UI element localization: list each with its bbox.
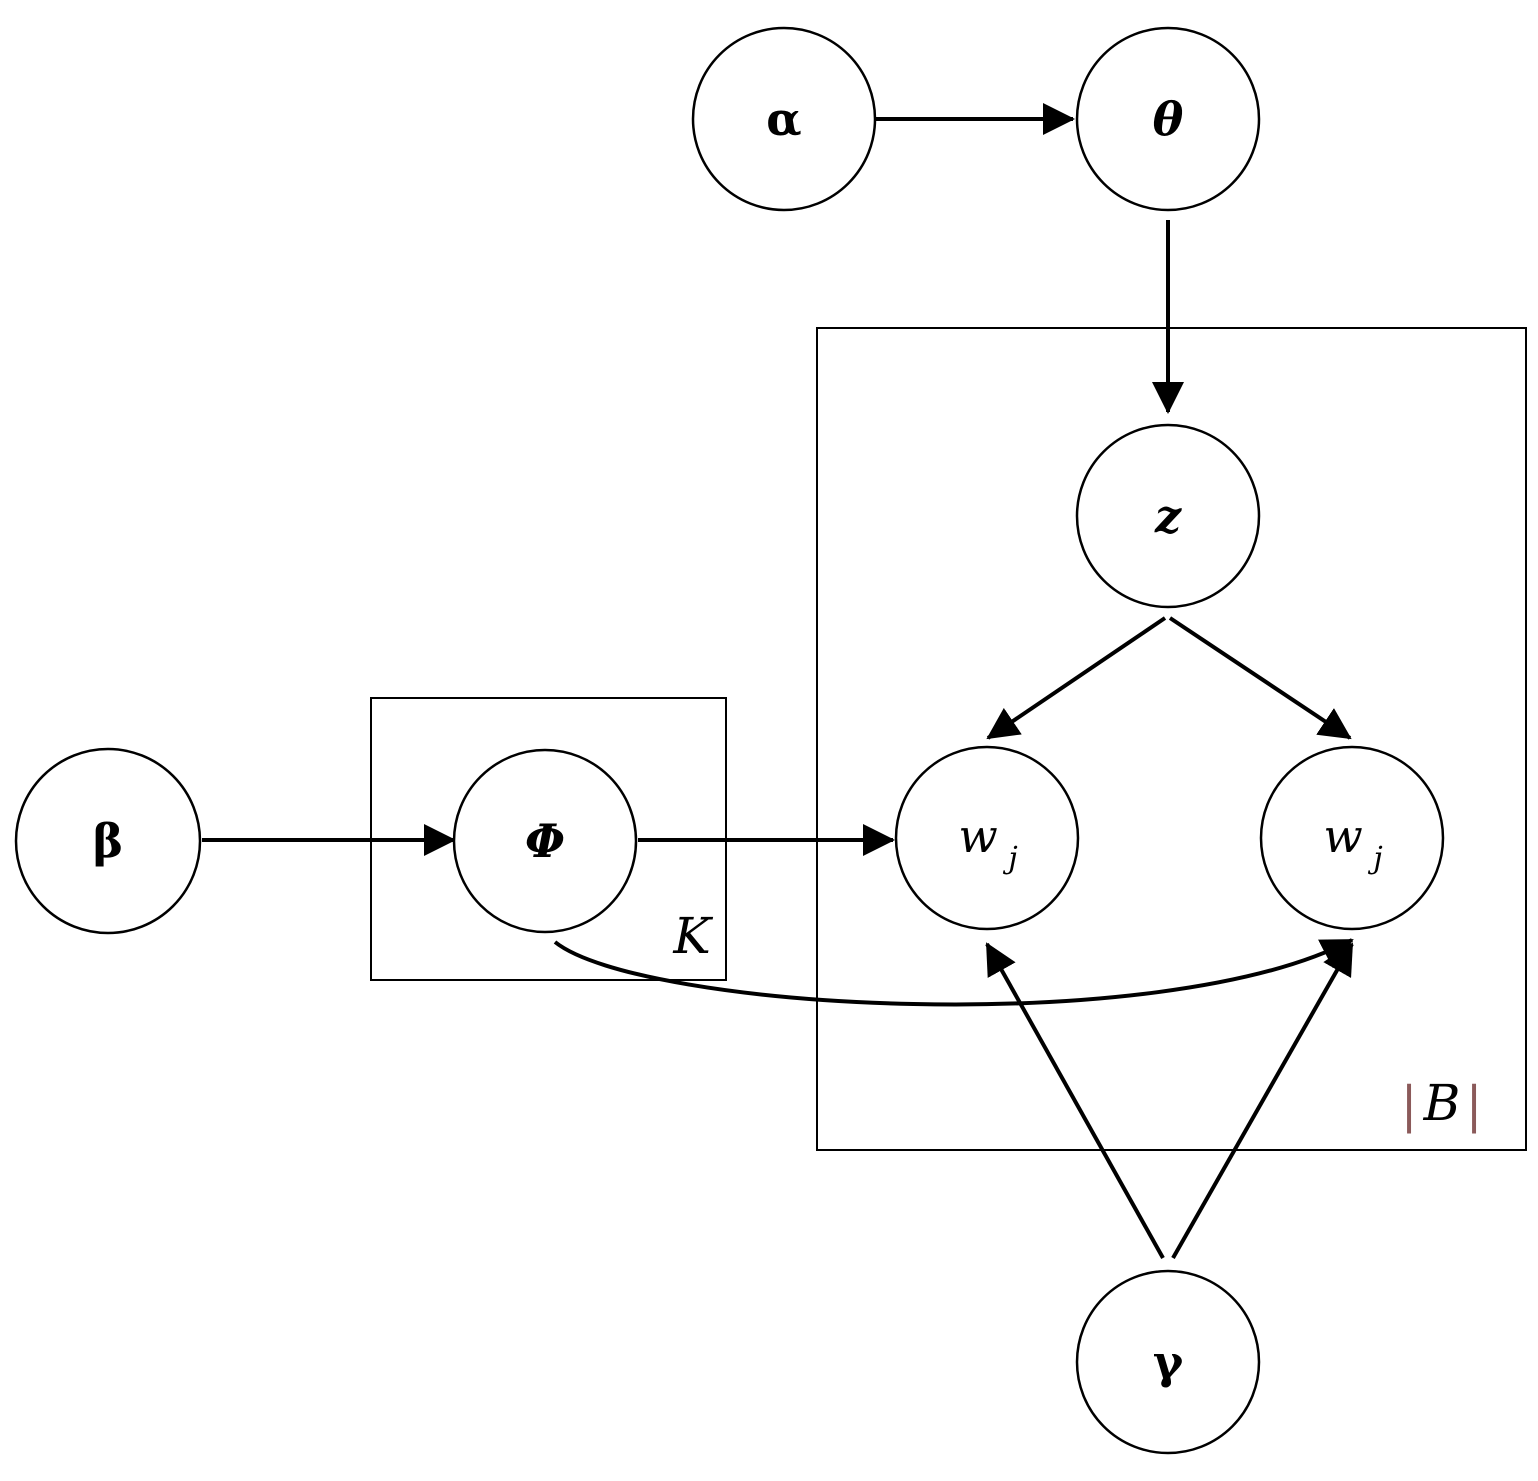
node-alpha: α [691, 26, 877, 212]
node-theta-label: θ [1153, 92, 1184, 146]
node-w-left-label: w [958, 809, 997, 863]
node-gamma: γ [1075, 1269, 1261, 1455]
plate-biterms-bar-left: | [1401, 1076, 1418, 1134]
node-gamma-label: γ [1153, 1335, 1184, 1389]
node-phi-label: Φ [525, 814, 565, 868]
node-w-right-label: w [1323, 809, 1362, 863]
edge-gamma-to-w-right [1171, 942, 1354, 1259]
edge-phi-to-w-right [553, 938, 1354, 1007]
node-beta: β [14, 747, 202, 935]
edge-z-to-w-right [1168, 616, 1352, 740]
node-alpha-label: α [766, 92, 801, 146]
node-w-right: w j [1259, 745, 1445, 931]
plate-biterms [816, 327, 1527, 1151]
node-z-label: z [1154, 489, 1182, 543]
edge-z-to-w-left [986, 616, 1167, 740]
plate-biterms-label: | B | [1401, 1074, 1483, 1134]
node-theta: θ [1075, 26, 1261, 212]
node-w-left: w j [894, 745, 1080, 931]
node-beta-label: β [93, 814, 124, 868]
plate-topics-label: K [672, 907, 713, 965]
plate-biterms-label-text: B [1423, 1074, 1461, 1132]
edge-gamma-to-w-left [985, 942, 1165, 1259]
plate-biterms-bar-right: | [1466, 1076, 1483, 1134]
node-phi: Φ [452, 748, 638, 934]
node-z: z [1075, 423, 1261, 609]
